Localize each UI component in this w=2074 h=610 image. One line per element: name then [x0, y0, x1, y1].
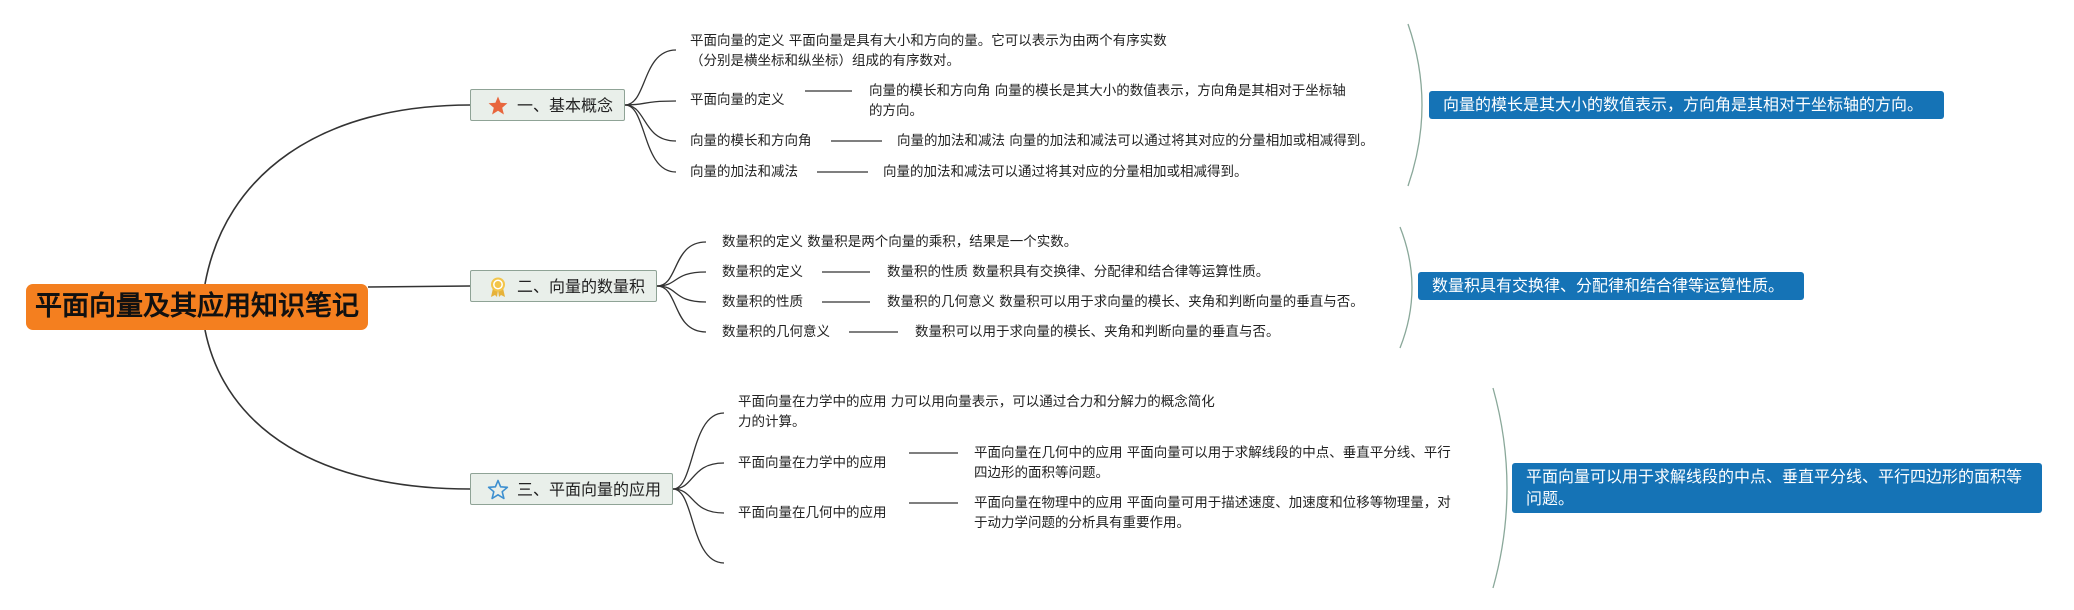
summary-bracket: [1492, 387, 1508, 589]
detail-text-line: 数量积的几何意义 数量积可以用于求向量的模长、夹角和判断向量的垂直与否。: [887, 294, 1364, 310]
detail-text: 向量的加法和减法 向量的加法和减法可以通过将其对应的分量相加或相减得到。: [897, 131, 1374, 151]
item-text: 数量积的性质: [722, 292, 803, 312]
detail-text: 向量的模长和方向角 向量的模长是其大小的数值表示，方向角是其相对于坐标轴的方向。: [869, 81, 1346, 121]
detail-text-line: 平面向量在几何中的应用 平面向量可以用于求解线段的中点、垂直平分线、平行: [974, 445, 1451, 461]
detail-text-line: 的方向。: [869, 103, 923, 119]
star-icon: [488, 96, 508, 115]
item-text: 向量的加法和减法: [690, 162, 798, 182]
section-label: 二、向量的数量积: [517, 277, 646, 296]
item-branch: [672, 488, 725, 514]
summary-box[interactable]: 向量的模长是其大小的数值表示，方向角是其相对于坐标轴的方向。: [1429, 91, 1944, 119]
root-branch: [204, 104, 471, 285]
root-branch: [204, 329, 471, 490]
item-branch: [672, 462, 725, 490]
item-text: 平面向量的定义 平面向量是具有大小和方向的量。它可以表示为由两个有序实数 （分别是…: [690, 31, 1167, 71]
item-text-line: 平面向量的定义: [690, 92, 785, 108]
summary-box-line: 平面向量可以用于求解线段的中点、垂直平分线、平行四边形的面积等: [1526, 467, 2023, 486]
summary-bracket: [1407, 23, 1423, 187]
item-branch: [656, 241, 707, 287]
item-text: 平面向量的定义: [690, 90, 785, 110]
item-text: 平面向量在力学中的应用: [738, 453, 887, 473]
item-branch: [672, 412, 725, 490]
item-text-line: 平面向量在力学中的应用 力可以用向量表示，可以通过合力和分解力的概念简化: [738, 394, 1215, 410]
item-text-line: 力的计算。: [738, 414, 806, 430]
detail-text-line: 向量的模长和方向角 向量的模长是其大小的数值表示，方向角是其相对于坐标轴: [869, 83, 1346, 99]
item-branch: [624, 49, 677, 106]
item-text: 数量积的定义 数量积是两个向量的乘积，结果是一个实数。: [722, 232, 1077, 252]
section-dot-product[interactable]: 二、向量的数量积: [470, 270, 657, 302]
item-text-line: 数量积的定义: [722, 264, 803, 280]
item-text: 数量积的定义: [722, 262, 803, 282]
detail-text: 数量积的几何意义 数量积可以用于求向量的模长、夹角和判断向量的垂直与否。: [887, 292, 1364, 312]
detail-text: 向量的加法和减法可以通过将其对应的分量相加或相减得到。: [883, 162, 1248, 182]
item-branch: [656, 271, 707, 287]
star-outline-icon: [487, 479, 509, 500]
item-text-line: 向量的加法和减法: [690, 164, 798, 180]
item-text-line: 平面向量的定义 平面向量是具有大小和方向的量。它可以表示为由两个有序实数: [690, 33, 1167, 49]
detail-text-line: 向量的加法和减法可以通过将其对应的分量相加或相减得到。: [883, 164, 1248, 180]
detail-text: 数量积可以用于求向量的模长、夹角和判断向量的垂直与否。: [915, 322, 1280, 342]
item-text-line: 数量积的性质: [722, 294, 803, 310]
detail-text-line: 四边形的面积等问题。: [974, 465, 1109, 481]
detail-text-line: 于动力学问题的分析具有重要作用。: [974, 515, 1190, 531]
section-label: 三、平面向量的应用: [517, 480, 662, 499]
item-text: 数量积的几何意义: [722, 322, 830, 342]
detail-text: 平面向量在物理中的应用 平面向量可用于描述速度、加速度和位移等物理量，对于动力学…: [974, 493, 1451, 533]
item-branch: [624, 104, 677, 142]
detail-text-line: 平面向量在物理中的应用 平面向量可用于描述速度、加速度和位移等物理量，对: [974, 495, 1451, 511]
item-branch: [672, 488, 725, 564]
award-ribbon-icon: [491, 277, 505, 297]
item-text-line: 平面向量在几何中的应用: [738, 505, 887, 521]
root-branch: [367, 285, 471, 288]
item-text: 向量的模长和方向角: [690, 131, 812, 151]
root-topic[interactable]: 平面向量及其应用知识笔记: [26, 284, 368, 330]
item-branch: [624, 100, 677, 106]
section-applications[interactable]: 三、平面向量的应用: [470, 473, 673, 505]
summary-box-line: 问题。: [1526, 489, 1575, 508]
detail-text: 平面向量在几何中的应用 平面向量可以用于求解线段的中点、垂直平分线、平行四边形的…: [974, 443, 1451, 483]
item-text-line: （分别是横坐标和纵坐标）组成的有序数对。: [690, 53, 960, 69]
summary-bracket: [1399, 226, 1413, 349]
item-text-line: 向量的模长和方向角: [690, 133, 812, 149]
item-text-line: 平面向量在力学中的应用: [738, 455, 887, 471]
section-label: 一、基本概念: [517, 96, 614, 115]
item-branch: [624, 104, 677, 173]
detail-text-line: 向量的加法和减法 向量的加法和减法可以通过将其对应的分量相加或相减得到。: [897, 133, 1374, 149]
section-basic-concepts[interactable]: 一、基本概念: [470, 89, 625, 121]
item-branch: [656, 285, 707, 333]
summary-box-line: 数量积具有交换律、分配律和结合律等运算性质。: [1432, 276, 1785, 295]
detail-text: 数量积的性质 数量积具有交换律、分配律和结合律等运算性质。: [887, 262, 1269, 282]
detail-text-line: 数量积可以用于求向量的模长、夹角和判断向量的垂直与否。: [915, 324, 1280, 340]
item-text: 平面向量在力学中的应用 力可以用向量表示，可以通过合力和分解力的概念简化力的计算…: [738, 392, 1215, 432]
summary-box-line: 向量的模长是其大小的数值表示，方向角是其相对于坐标轴的方向。: [1443, 95, 1924, 114]
item-text-line: 数量积的定义 数量积是两个向量的乘积，结果是一个实数。: [722, 234, 1078, 250]
detail-text-line: 数量积的性质 数量积具有交换律、分配律和结合律等运算性质。: [887, 264, 1270, 280]
summary-box[interactable]: 数量积具有交换律、分配律和结合律等运算性质。: [1418, 272, 1804, 300]
item-text: 平面向量在几何中的应用: [738, 503, 887, 523]
summary-box[interactable]: 平面向量可以用于求解线段的中点、垂直平分线、平行四边形的面积等问题。: [1512, 463, 2042, 513]
item-text-line: 数量积的几何意义: [722, 324, 830, 340]
